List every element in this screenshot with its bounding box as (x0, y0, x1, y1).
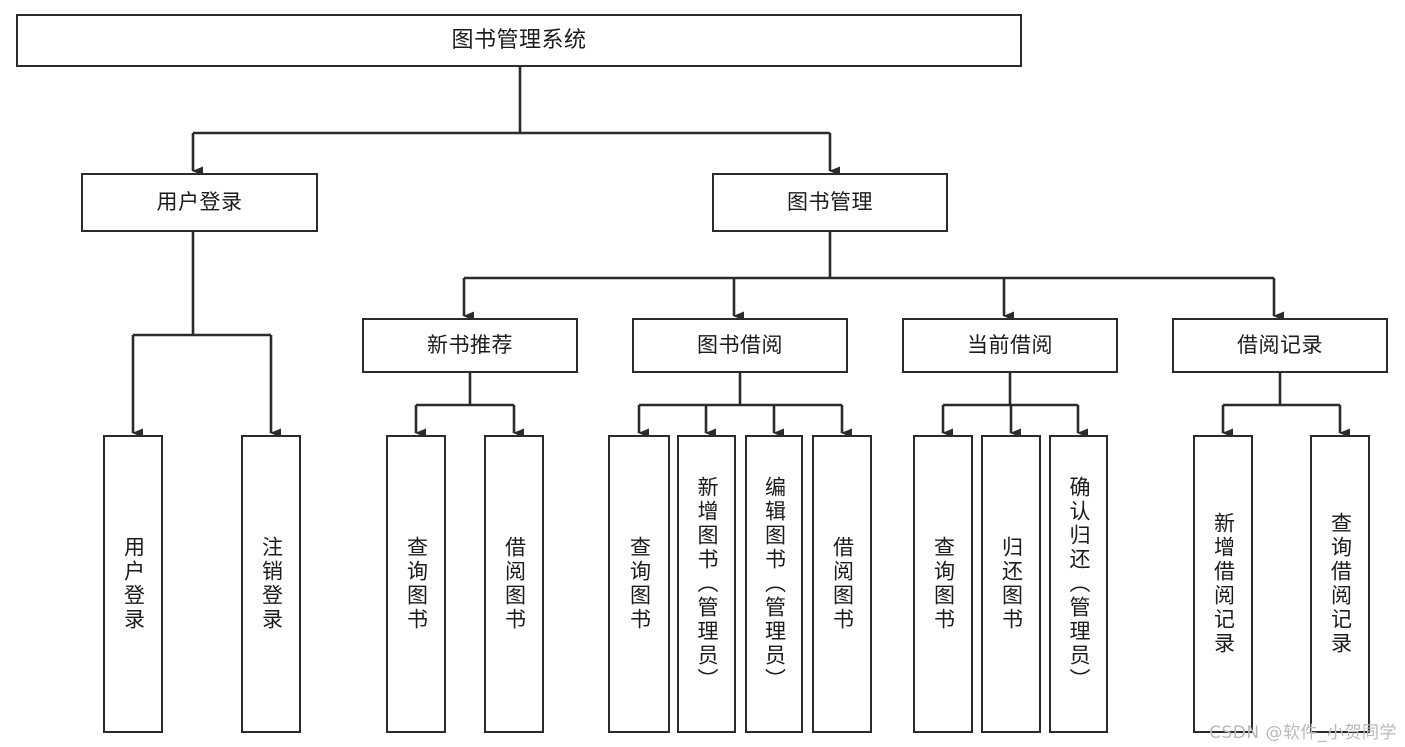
csdn-watermark: CSDN @软件_小贺同学 (1209, 723, 1397, 743)
node-leaf-return-book[interactable]: 归还图书 (981, 435, 1041, 733)
node-leaf-add-record[interactable]: 新增借阅记录 (1193, 435, 1253, 733)
node-label: 查询图书 (627, 536, 652, 632)
node-book-borrow[interactable]: 图书借阅 (632, 318, 848, 373)
node-label: 新书推荐 (427, 333, 513, 358)
node-label: 用户登录 (121, 536, 146, 632)
node-borrow-record[interactable]: 借阅记录 (1172, 318, 1388, 373)
node-label: 确认归还（管理员） (1067, 476, 1091, 692)
node-leaf-confirm-return[interactable]: 确认归还（管理员） (1049, 435, 1108, 733)
node-root[interactable]: 图书管理系统 (16, 14, 1022, 67)
node-label: 借阅图书 (830, 536, 855, 632)
node-label: 图书管理 (787, 190, 873, 215)
node-label: 借阅图书 (502, 536, 527, 632)
node-label: 新增图书（管理员） (695, 476, 719, 692)
node-label: 新增借阅记录 (1211, 512, 1236, 656)
node-book-manage[interactable]: 图书管理 (712, 173, 948, 232)
node-label: 归还图书 (999, 536, 1024, 632)
node-label: 查询图书 (931, 536, 956, 632)
node-leaf-logout[interactable]: 注销登录 (241, 435, 301, 733)
node-label: 注销登录 (259, 536, 284, 632)
node-label: 查询图书 (404, 536, 429, 632)
node-label: 当前借阅 (967, 333, 1053, 358)
node-user-login[interactable]: 用户登录 (81, 173, 318, 232)
node-label: 用户登录 (156, 190, 243, 215)
node-leaf-query-book-2[interactable]: 查询图书 (608, 435, 670, 733)
node-leaf-query-book-3[interactable]: 查询图书 (913, 435, 973, 733)
node-label: 编辑图书（管理员） (762, 476, 787, 692)
node-leaf-borrow-book-1[interactable]: 借阅图书 (484, 435, 544, 733)
node-leaf-borrow-book-2[interactable]: 借阅图书 (812, 435, 872, 733)
node-label: 借阅记录 (1237, 333, 1323, 358)
node-current-borrow[interactable]: 当前借阅 (902, 318, 1118, 373)
node-new-book-recommend[interactable]: 新书推荐 (362, 318, 578, 373)
node-label: 图书管理系统 (451, 27, 587, 53)
node-label: 图书借阅 (697, 333, 783, 358)
node-label: 查询借阅记录 (1328, 512, 1353, 656)
node-leaf-query-record[interactable]: 查询借阅记录 (1310, 435, 1370, 733)
node-leaf-query-book-1[interactable]: 查询图书 (386, 435, 446, 733)
node-leaf-user-login[interactable]: 用户登录 (103, 435, 163, 733)
node-leaf-add-book[interactable]: 新增图书（管理员） (677, 435, 736, 733)
node-leaf-edit-book[interactable]: 编辑图书（管理员） (745, 435, 803, 733)
